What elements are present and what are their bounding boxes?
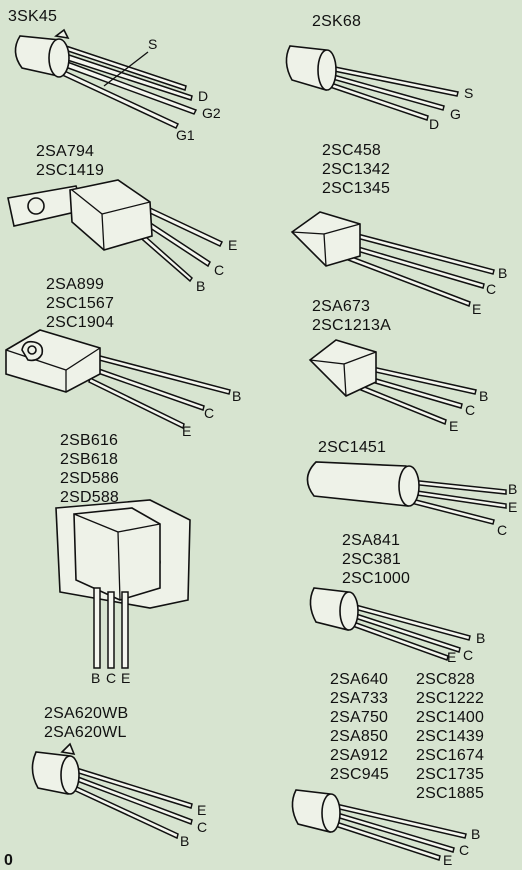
part-label-2sc1400: 2SC1400 (416, 709, 485, 726)
part-label-2sd586: 2SD586 (60, 470, 120, 487)
package-2sa899 (5, 329, 231, 430)
pin-label: B (196, 278, 206, 294)
pin-label: C (497, 522, 508, 538)
pin-label: G (450, 106, 461, 122)
part-label-2sb618: 2SB618 (60, 451, 119, 468)
part-label-2sc1885: 2SC1885 (416, 785, 485, 802)
part-label-2sa673: 2SA673 (312, 298, 371, 315)
pin-label: E (228, 237, 238, 253)
part-label-2sc828: 2SC828 (416, 671, 476, 688)
part-label-2sb616: 2SB616 (60, 432, 119, 449)
part-label-2sc1000: 2SC1000 (342, 570, 411, 587)
part-label-2sc1213a: 2SC1213A (312, 317, 391, 334)
package-2sb616 (55, 499, 191, 669)
part-label-2sk68: 2SK68 (312, 13, 362, 30)
part-label-2sc1451: 2SC1451 (318, 439, 387, 456)
part-label-2sa620wb: 2SA620WB (44, 705, 129, 722)
package-2sa841 (309, 587, 471, 661)
package-3sk45 (14, 28, 198, 129)
pin-label: S (464, 85, 474, 101)
package-2sa794 (7, 179, 224, 283)
part-label-2sc1342: 2SC1342 (322, 161, 391, 178)
pin-label: E (447, 649, 457, 665)
pin-label: G2 (202, 105, 221, 121)
part-label-2sa750: 2SA750 (330, 709, 389, 726)
part-label-2sa733: 2SA733 (330, 690, 389, 707)
pin-label: C (486, 281, 497, 297)
pin-label: B (508, 481, 518, 497)
part-label-2sa640: 2SA640 (330, 671, 389, 688)
package-2sa620wb (31, 742, 193, 840)
pin-label: G1 (176, 127, 195, 143)
pin-label: C (197, 819, 208, 835)
part-label-2sc1567: 2SC1567 (46, 295, 115, 312)
pin-label: E (449, 418, 459, 434)
pin-label: B (232, 388, 242, 404)
pin-label: S (148, 36, 158, 52)
part-label-3sk45: 3SK45 (8, 8, 58, 25)
part-label-2sc1735: 2SC1735 (416, 766, 485, 783)
pin-label: E (121, 670, 131, 686)
part-label-2sa620wl: 2SA620WL (44, 724, 127, 741)
part-label-2sa899: 2SA899 (46, 276, 105, 293)
part-label-2sa841: 2SA841 (342, 532, 401, 549)
pin-label: E (472, 301, 482, 317)
part-label-2sa850: 2SA850 (330, 728, 389, 745)
package-2sc1451 (306, 461, 507, 525)
part-label-2sc1904: 2SC1904 (46, 314, 115, 331)
package-2sa640 (291, 789, 467, 861)
part-label-2sa794: 2SA794 (36, 143, 95, 160)
pin-label: C (106, 670, 117, 686)
part-label-2sc381: 2SC381 (342, 551, 402, 568)
part-label-2sc1674: 2SC1674 (416, 747, 485, 764)
part-label-2sc1419: 2SC1419 (36, 162, 105, 179)
pin-label: B (91, 670, 101, 686)
part-label-2sc1439: 2SC1439 (416, 728, 485, 745)
package-2sa673 (308, 339, 477, 426)
pin-label: B (498, 265, 508, 281)
pin-label: C (214, 262, 225, 278)
pin-label: B (476, 630, 486, 646)
pin-label: D (429, 116, 440, 132)
package-2sc458 (290, 211, 495, 308)
pin-label: C (465, 402, 476, 418)
part-label-2sc458: 2SC458 (322, 142, 382, 159)
page-number: 0 (4, 852, 14, 869)
part-label-2sc1222: 2SC1222 (416, 690, 485, 707)
pin-label: B (180, 833, 190, 849)
part-label-2sa912: 2SA912 (330, 747, 389, 764)
pin-label: E (197, 802, 207, 818)
pin-label: D (198, 88, 209, 104)
part-label-2sd588: 2SD588 (60, 489, 120, 506)
pin-label: C (204, 405, 215, 421)
pin-label: C (463, 647, 474, 663)
pin-label: B (471, 826, 481, 842)
part-label-2sc1345: 2SC1345 (322, 180, 391, 197)
pin-label: E (443, 852, 453, 868)
pin-label: E (508, 499, 518, 515)
pin-label: E (182, 423, 192, 439)
package-2sk68 (285, 45, 459, 121)
pin-label: C (459, 842, 470, 858)
part-label-2sc945: 2SC945 (330, 766, 390, 783)
pin-label: B (479, 388, 489, 404)
